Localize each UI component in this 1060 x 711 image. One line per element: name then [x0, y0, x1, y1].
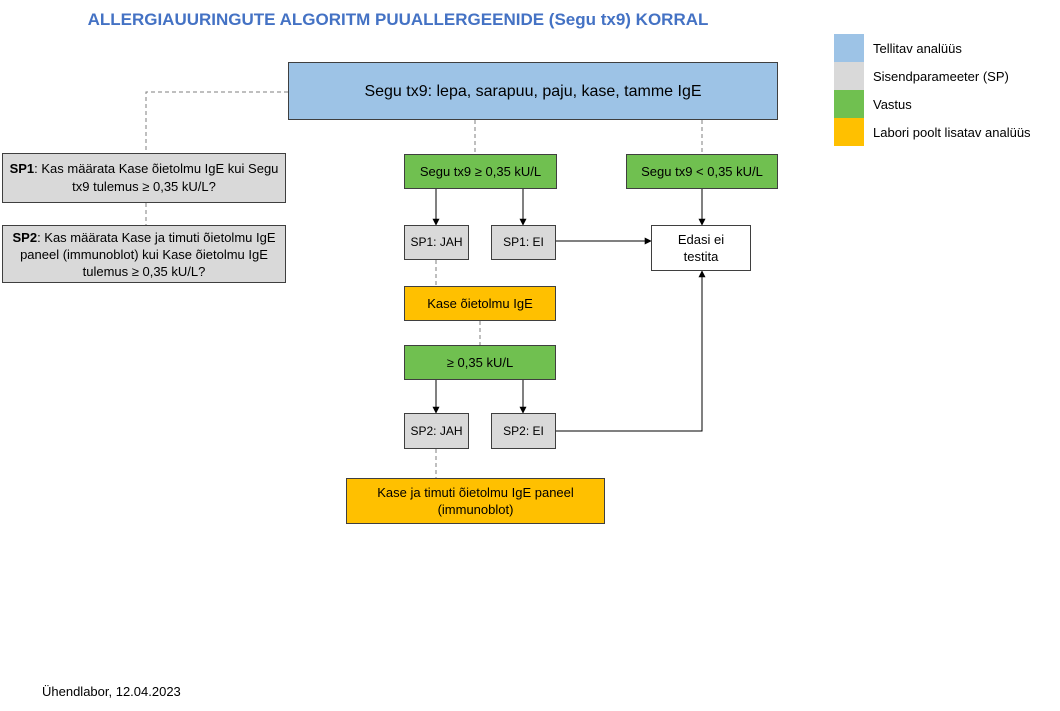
sp2-yes-box: SP2: JAH — [404, 413, 469, 449]
sp2-no-label: SP2: EI — [503, 423, 544, 438]
birch-test-label: Kase õietolmu IgE — [427, 296, 533, 311]
sp2-yes-label: SP2: JAH — [410, 423, 463, 438]
legend-item-ordered: Tellitav analüüs — [834, 34, 962, 62]
legend-swatch-lab-added — [834, 118, 864, 146]
legend-label-ordered: Tellitav analüüs — [873, 40, 962, 56]
sp2-question-text: : Kas määrata Kase ja timuti õietolmu Ig… — [20, 229, 276, 279]
birch-test-box: Kase õietolmu IgE — [404, 286, 556, 321]
legend-label-input: Sisendparameeter (SP) — [873, 68, 1009, 84]
legend-label-response: Vastus — [873, 96, 912, 112]
panel-test-box: Kase ja timuti õietolmu IgE paneel (immu… — [346, 478, 605, 524]
arrow-sp2no-nottested — [556, 270, 706, 432]
sp1-no-label: SP1: EI — [503, 235, 544, 249]
footer-text: Ühendlabor, 12.04.2023 — [42, 684, 181, 699]
legend-item-lab-added: Labori poolt lisatav analüüs — [834, 118, 1031, 146]
sp2-no-box: SP2: EI — [491, 413, 556, 449]
legend-swatch-response — [834, 90, 864, 118]
not-tested-box: Edasi ei testita — [651, 225, 751, 271]
sp1-no-box: SP1: EI — [491, 225, 556, 260]
diagram-title: ALLERGIAUURINGUTE ALGORITM PUUALLERGEENI… — [87, 10, 709, 29]
main-test-box: Segu tx9: lepa, sarapuu, paju, kase, tam… — [288, 62, 778, 120]
sp1-yes-label: SP1: JAH — [410, 235, 463, 249]
dashed-link-main-sp1 — [145, 91, 288, 153]
sp2-prefix: SP2 — [12, 229, 38, 245]
legend-swatch-input — [834, 62, 864, 90]
sp2-question-box: SP2: Kas määrata Kase ja timuti õietolmu… — [2, 225, 286, 283]
result-high-box: Segu tx9 ≥ 0,35 kU/L — [404, 154, 557, 189]
legend-label-lab-added: Labori poolt lisatav analüüs — [873, 124, 1031, 140]
main-test-label: Segu tx9: lepa, sarapuu, paju, kase, tam… — [364, 82, 702, 100]
sp1-question-text: : Kas määrata Kase õietolmu IgE kui Segu… — [34, 161, 279, 194]
result-high-label: Segu tx9 ≥ 0,35 kU/L — [419, 164, 542, 179]
birch-result-label: ≥ 0,35 kU/L — [446, 355, 514, 370]
legend-item-response: Vastus — [834, 90, 912, 118]
sp1-prefix: SP1 — [9, 161, 35, 176]
result-low-box: Segu tx9 < 0,35 kU/L — [626, 154, 778, 189]
result-low-label: Segu tx9 < 0,35 kU/L — [641, 164, 763, 179]
legend-item-input: Sisendparameeter (SP) — [834, 62, 1009, 90]
panel-test-label: Kase ja timuti õietolmu IgE paneel (immu… — [377, 485, 574, 517]
not-tested-label: Edasi ei testita — [677, 232, 725, 264]
legend-swatch-ordered — [834, 34, 864, 62]
sp1-yes-box: SP1: JAH — [404, 225, 469, 260]
sp1-question-box: SP1: Kas määrata Kase õietolmu IgE kui S… — [2, 153, 286, 203]
birch-result-box: ≥ 0,35 kU/L — [404, 345, 556, 380]
